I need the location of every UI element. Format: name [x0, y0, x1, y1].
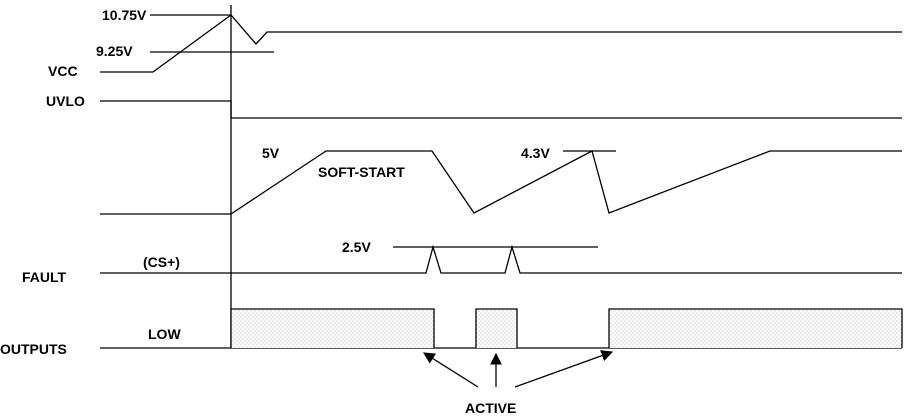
vcc-high-threshold-label: 10.75V — [102, 7, 147, 23]
softstart-label: SOFT-START — [318, 164, 405, 180]
softstart-restart-label: 4.3V — [521, 145, 550, 161]
active-arrow-left — [423, 352, 479, 388]
output-pulse-2 — [475, 308, 518, 348]
outputs-signal-label: OUTPUTS — [0, 341, 67, 357]
cs-plus-label: (CS+) — [143, 254, 180, 270]
uvlo-waveform — [100, 100, 902, 119]
cs-threshold-label: 2.5V — [342, 239, 371, 255]
softstart-waveform — [100, 150, 902, 215]
fault-signal-label: FAULT — [22, 269, 67, 285]
output-pulse-1 — [230, 308, 435, 348]
outputs-low-label: LOW — [148, 326, 181, 342]
output-pulse-3 — [608, 308, 903, 348]
active-arrow-right — [514, 350, 614, 388]
uvlo-signal-label: UVLO — [46, 93, 85, 109]
vcc-signal-label: VCC — [48, 63, 78, 79]
softstart-level-label: 5V — [262, 145, 280, 161]
active-label: ACTIVE — [465, 400, 517, 416]
vcc-low-threshold-label: 9.25V — [96, 43, 133, 59]
fault-waveform — [100, 244, 902, 274]
vcc-waveform — [100, 14, 902, 73]
